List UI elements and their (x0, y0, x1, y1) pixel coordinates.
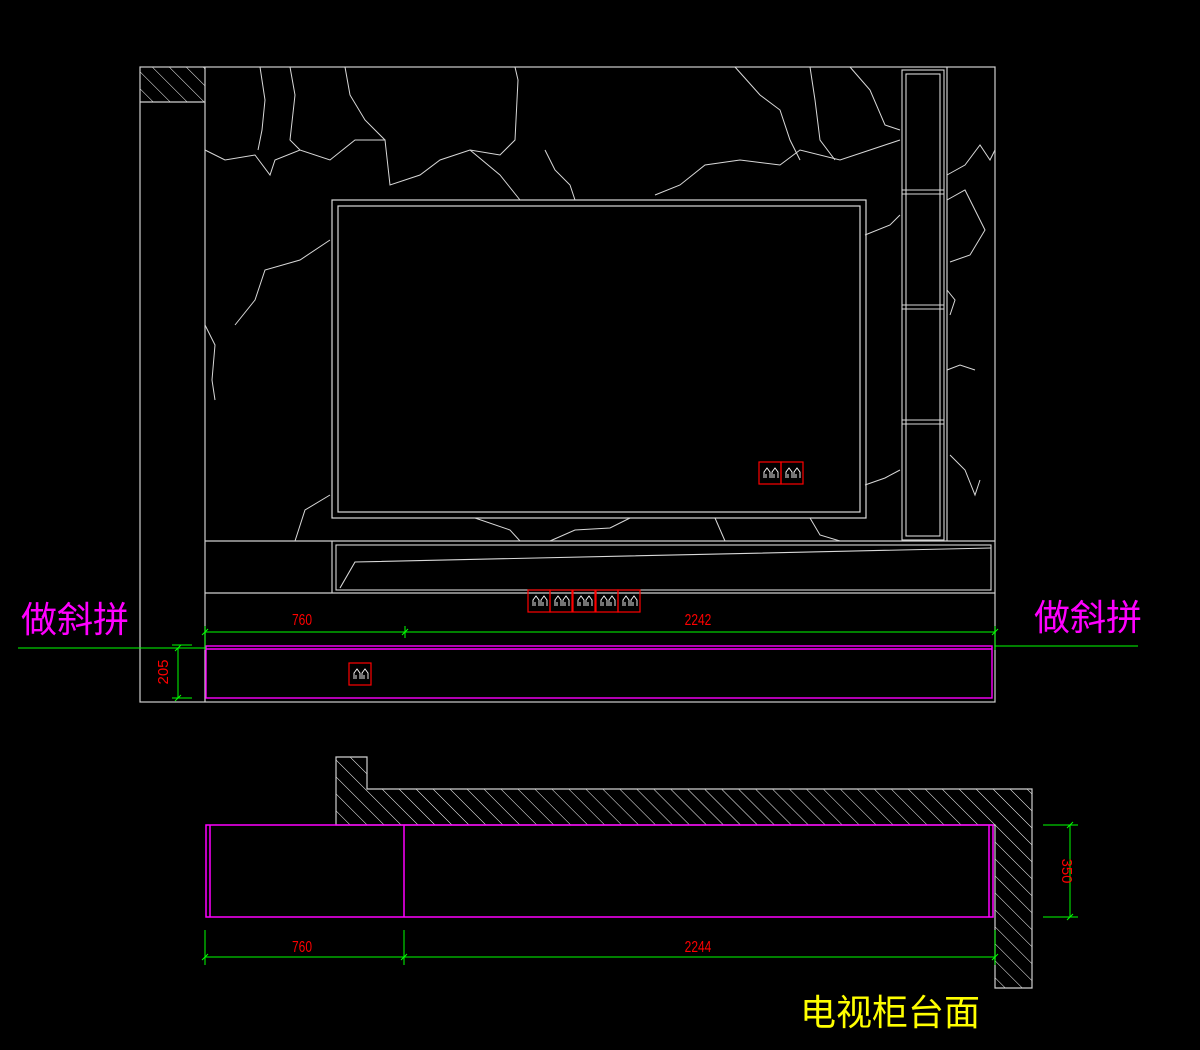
left-note: 做斜拼 (21, 600, 129, 641)
socket-counter (348, 662, 372, 686)
dim-lower-left: 760 (292, 937, 312, 955)
hatched-corner (139, 66, 206, 103)
right-note: 做斜拼 (1034, 598, 1142, 639)
reference-line (18, 645, 1138, 649)
shelf-column (901, 69, 945, 541)
lower-dimension-lines (201, 821, 1078, 965)
marble-veins (204, 66, 996, 542)
upper-countertop (205, 645, 993, 699)
socket-tv-wall (758, 461, 804, 485)
dim-lower-right: 2244 (685, 937, 712, 955)
lower-countertop (205, 824, 994, 918)
drawing-title: 电视柜台面 (800, 993, 980, 1034)
dim-upper-right: 2242 (685, 610, 712, 628)
tv-frame (331, 199, 867, 519)
dim-upper-height: 205 (155, 659, 172, 684)
dim-upper-left: 760 (292, 610, 312, 628)
upper-dimension-lines (172, 626, 999, 702)
elevation-frame (139, 66, 996, 703)
dim-lower-height: 350 (1058, 858, 1075, 883)
tv-cabinet (335, 544, 992, 591)
